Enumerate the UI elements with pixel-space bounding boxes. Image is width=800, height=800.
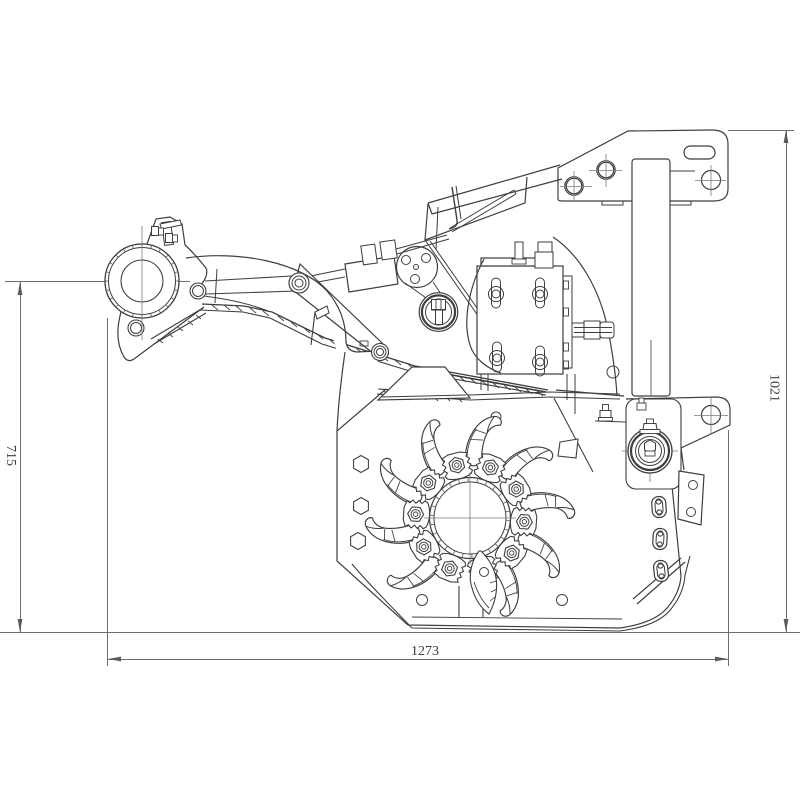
svg-text:1021: 1021 <box>767 374 782 402</box>
svg-text:1273: 1273 <box>411 644 439 659</box>
svg-text:715: 715 <box>3 445 18 466</box>
